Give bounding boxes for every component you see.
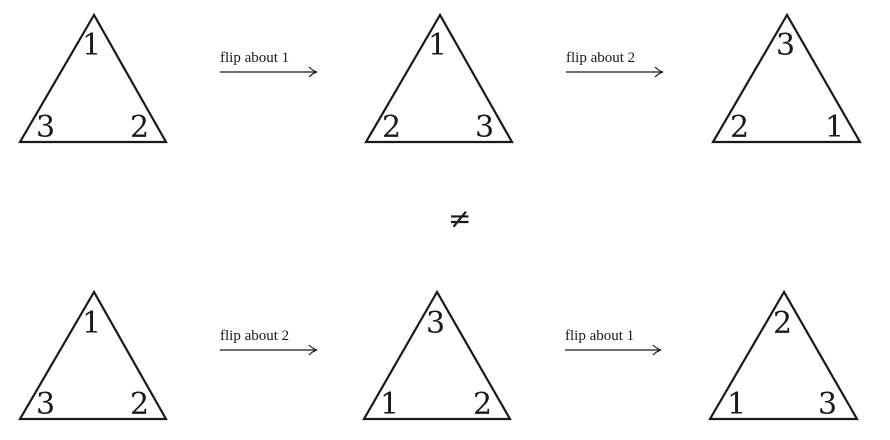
triangle-outline <box>708 289 859 421</box>
arrow-row2-1: flip about 2 <box>220 328 318 356</box>
triangle-outline <box>362 289 512 421</box>
vertex-label-bottom-left: 1 <box>727 387 746 422</box>
vertex-label-bottom-right: 1 <box>825 110 844 145</box>
arrow-label: flip about 2 <box>566 50 635 66</box>
arrow-row1-1: flip about 1 <box>220 50 318 78</box>
vertex-label-top: 3 <box>426 306 445 341</box>
vertex-label-bottom-right: 2 <box>473 387 492 422</box>
arrow-row2-2: flip about 1 <box>565 328 662 356</box>
vertex-label-bottom-right: 2 <box>130 110 149 145</box>
arrow-label: flip about 1 <box>220 50 289 66</box>
vertex-label-bottom-left: 1 <box>380 387 399 422</box>
vertex-label-top: 1 <box>82 306 101 341</box>
row-2: 1 3 2 flip about 2 3 1 2 flip about 1 2 <box>18 289 859 422</box>
vertex-label-bottom-left: 2 <box>382 110 401 145</box>
triangle-row1-2: 1 2 3 <box>364 12 514 145</box>
arrow-row1-2: flip about 2 <box>566 50 664 78</box>
row-1: 1 3 2 flip about 1 1 2 3 flip about 2 3 <box>18 12 862 145</box>
vertex-label-bottom-left: 2 <box>730 110 749 145</box>
vertex-label-bottom-right: 2 <box>130 387 149 422</box>
vertex-label-bottom-right: 3 <box>475 110 494 145</box>
triangle-row1-3: 3 2 1 <box>711 12 862 145</box>
triangle-outline <box>711 12 862 144</box>
vertex-label-top: 1 <box>82 28 101 63</box>
triangle-row2-2: 3 1 2 <box>362 289 512 422</box>
vertex-label-bottom-left: 3 <box>36 110 55 145</box>
triangle-row2-1: 1 3 2 <box>18 289 168 422</box>
arrow-head <box>652 344 662 356</box>
arrow-label: flip about 2 <box>220 328 289 344</box>
triangle-outline <box>18 12 168 144</box>
arrow-head <box>308 344 318 356</box>
triangle-outline <box>18 289 168 421</box>
not-equal-symbol: ≠ <box>448 202 471 235</box>
vertex-label-top: 2 <box>773 306 792 341</box>
vertex-label-top: 1 <box>428 28 447 63</box>
triangle-outline <box>364 12 514 144</box>
triangle-row1-1: 1 3 2 <box>18 12 168 145</box>
vertex-label-bottom-left: 3 <box>36 387 55 422</box>
vertex-label-bottom-right: 3 <box>818 387 837 422</box>
vertex-label-top: 3 <box>776 28 795 63</box>
triangle-row2-3: 2 1 3 <box>708 289 859 422</box>
arrow-label: flip about 1 <box>565 328 634 344</box>
arrow-head <box>308 66 318 78</box>
arrow-head <box>654 66 664 78</box>
